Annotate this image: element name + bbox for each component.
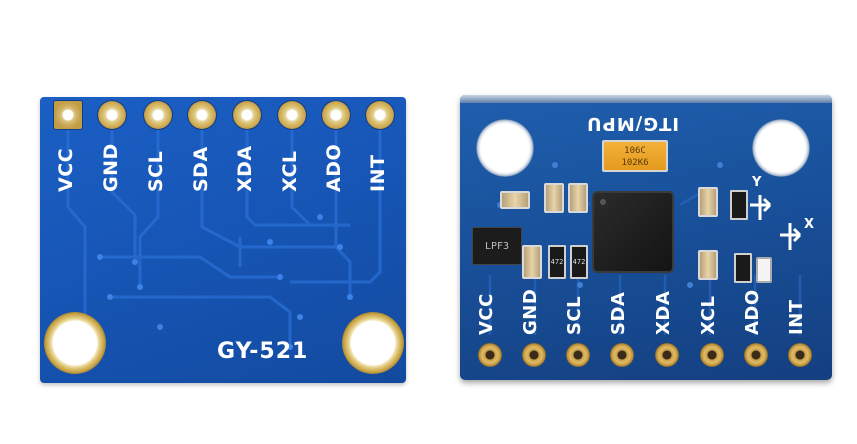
pin-pad-xcl [700,343,724,367]
pin-pad-gnd [522,343,546,367]
power-led [756,257,772,283]
pin-label-xcl: XCL [698,295,719,335]
pin-label-xda: XDA [653,290,674,335]
voltage-regulator: LPF3 [472,227,522,265]
mounting-hole-right [752,119,810,177]
tantalum-capacitor: 106C 102K6 [602,140,668,172]
pin-pad-vcc [54,101,82,129]
pin-pad-gnd [98,101,126,129]
pin-label-ado: ADO [323,143,345,192]
mounting-hole-left [476,119,534,177]
pin-label-vcc: VCC [476,293,497,335]
smd-capacitor [698,250,718,280]
board-model-label: GY-521 [217,339,309,364]
board-edge [460,95,832,103]
pin-label-scl: SCL [564,295,585,335]
pin-pad-xda [655,343,679,367]
smd-capacitor [568,183,588,213]
smd-resistor [734,253,752,283]
pin-pad-int [366,101,394,129]
pin-pad-scl [566,343,590,367]
pin-label-ado: ADO [742,289,763,335]
pin-label-int: INT [786,299,807,335]
axis-label-x: X [804,217,815,232]
pin1-marker [600,199,606,205]
pin-pad-ado [322,101,350,129]
pin-label-vcc: VCC [55,147,77,192]
pin-label-scl: SCL [145,150,167,192]
chip-brand-label: ITG/MPU [586,113,680,134]
smd-capacitor [522,245,542,279]
mounting-hole-left [44,312,106,374]
pcb-front-side: ITG/MPU 106C 102K6 LPF3 472 472 VCC GND … [460,95,832,380]
smd-resistor: 472 [570,245,588,279]
smd-resistor [730,190,748,220]
pin-label-sda: SDA [608,291,629,335]
pcb-back-side: VCC GND SCL SDA XDA XCL ADO INT GY-521 [40,97,406,383]
pin-label-int: INT [367,154,389,192]
pin-pad-sda [610,343,634,367]
pin-label-sda: SDA [190,146,212,192]
pin-pad-sda [188,101,216,129]
pin-pad-int [788,343,812,367]
mounting-hole-right [342,312,404,374]
smd-capacitor [500,191,530,209]
capacitor-text-1: 106C [624,146,646,156]
pin-pad-vcc [478,343,502,367]
pin-label-xcl: XCL [279,150,301,192]
pin-pad-xcl [278,101,306,129]
axis-arrow-icon [750,195,802,250]
pcb-traces [66,122,382,367]
pin-pad-ado [744,343,768,367]
smd-resistor: 472 [548,245,566,279]
smd-capacitor [698,187,718,217]
pin-label-xda: XDA [234,145,256,192]
pin-pad-xda [233,101,261,129]
pin-label-gnd: GND [100,143,122,192]
pin-label-gnd: GND [520,288,541,335]
mpu-chip [594,193,672,271]
axis-label-y: Y [752,175,762,190]
pin-pad-scl [144,101,172,129]
smd-capacitor [544,183,564,213]
capacitor-text-2: 102K6 [621,158,649,168]
